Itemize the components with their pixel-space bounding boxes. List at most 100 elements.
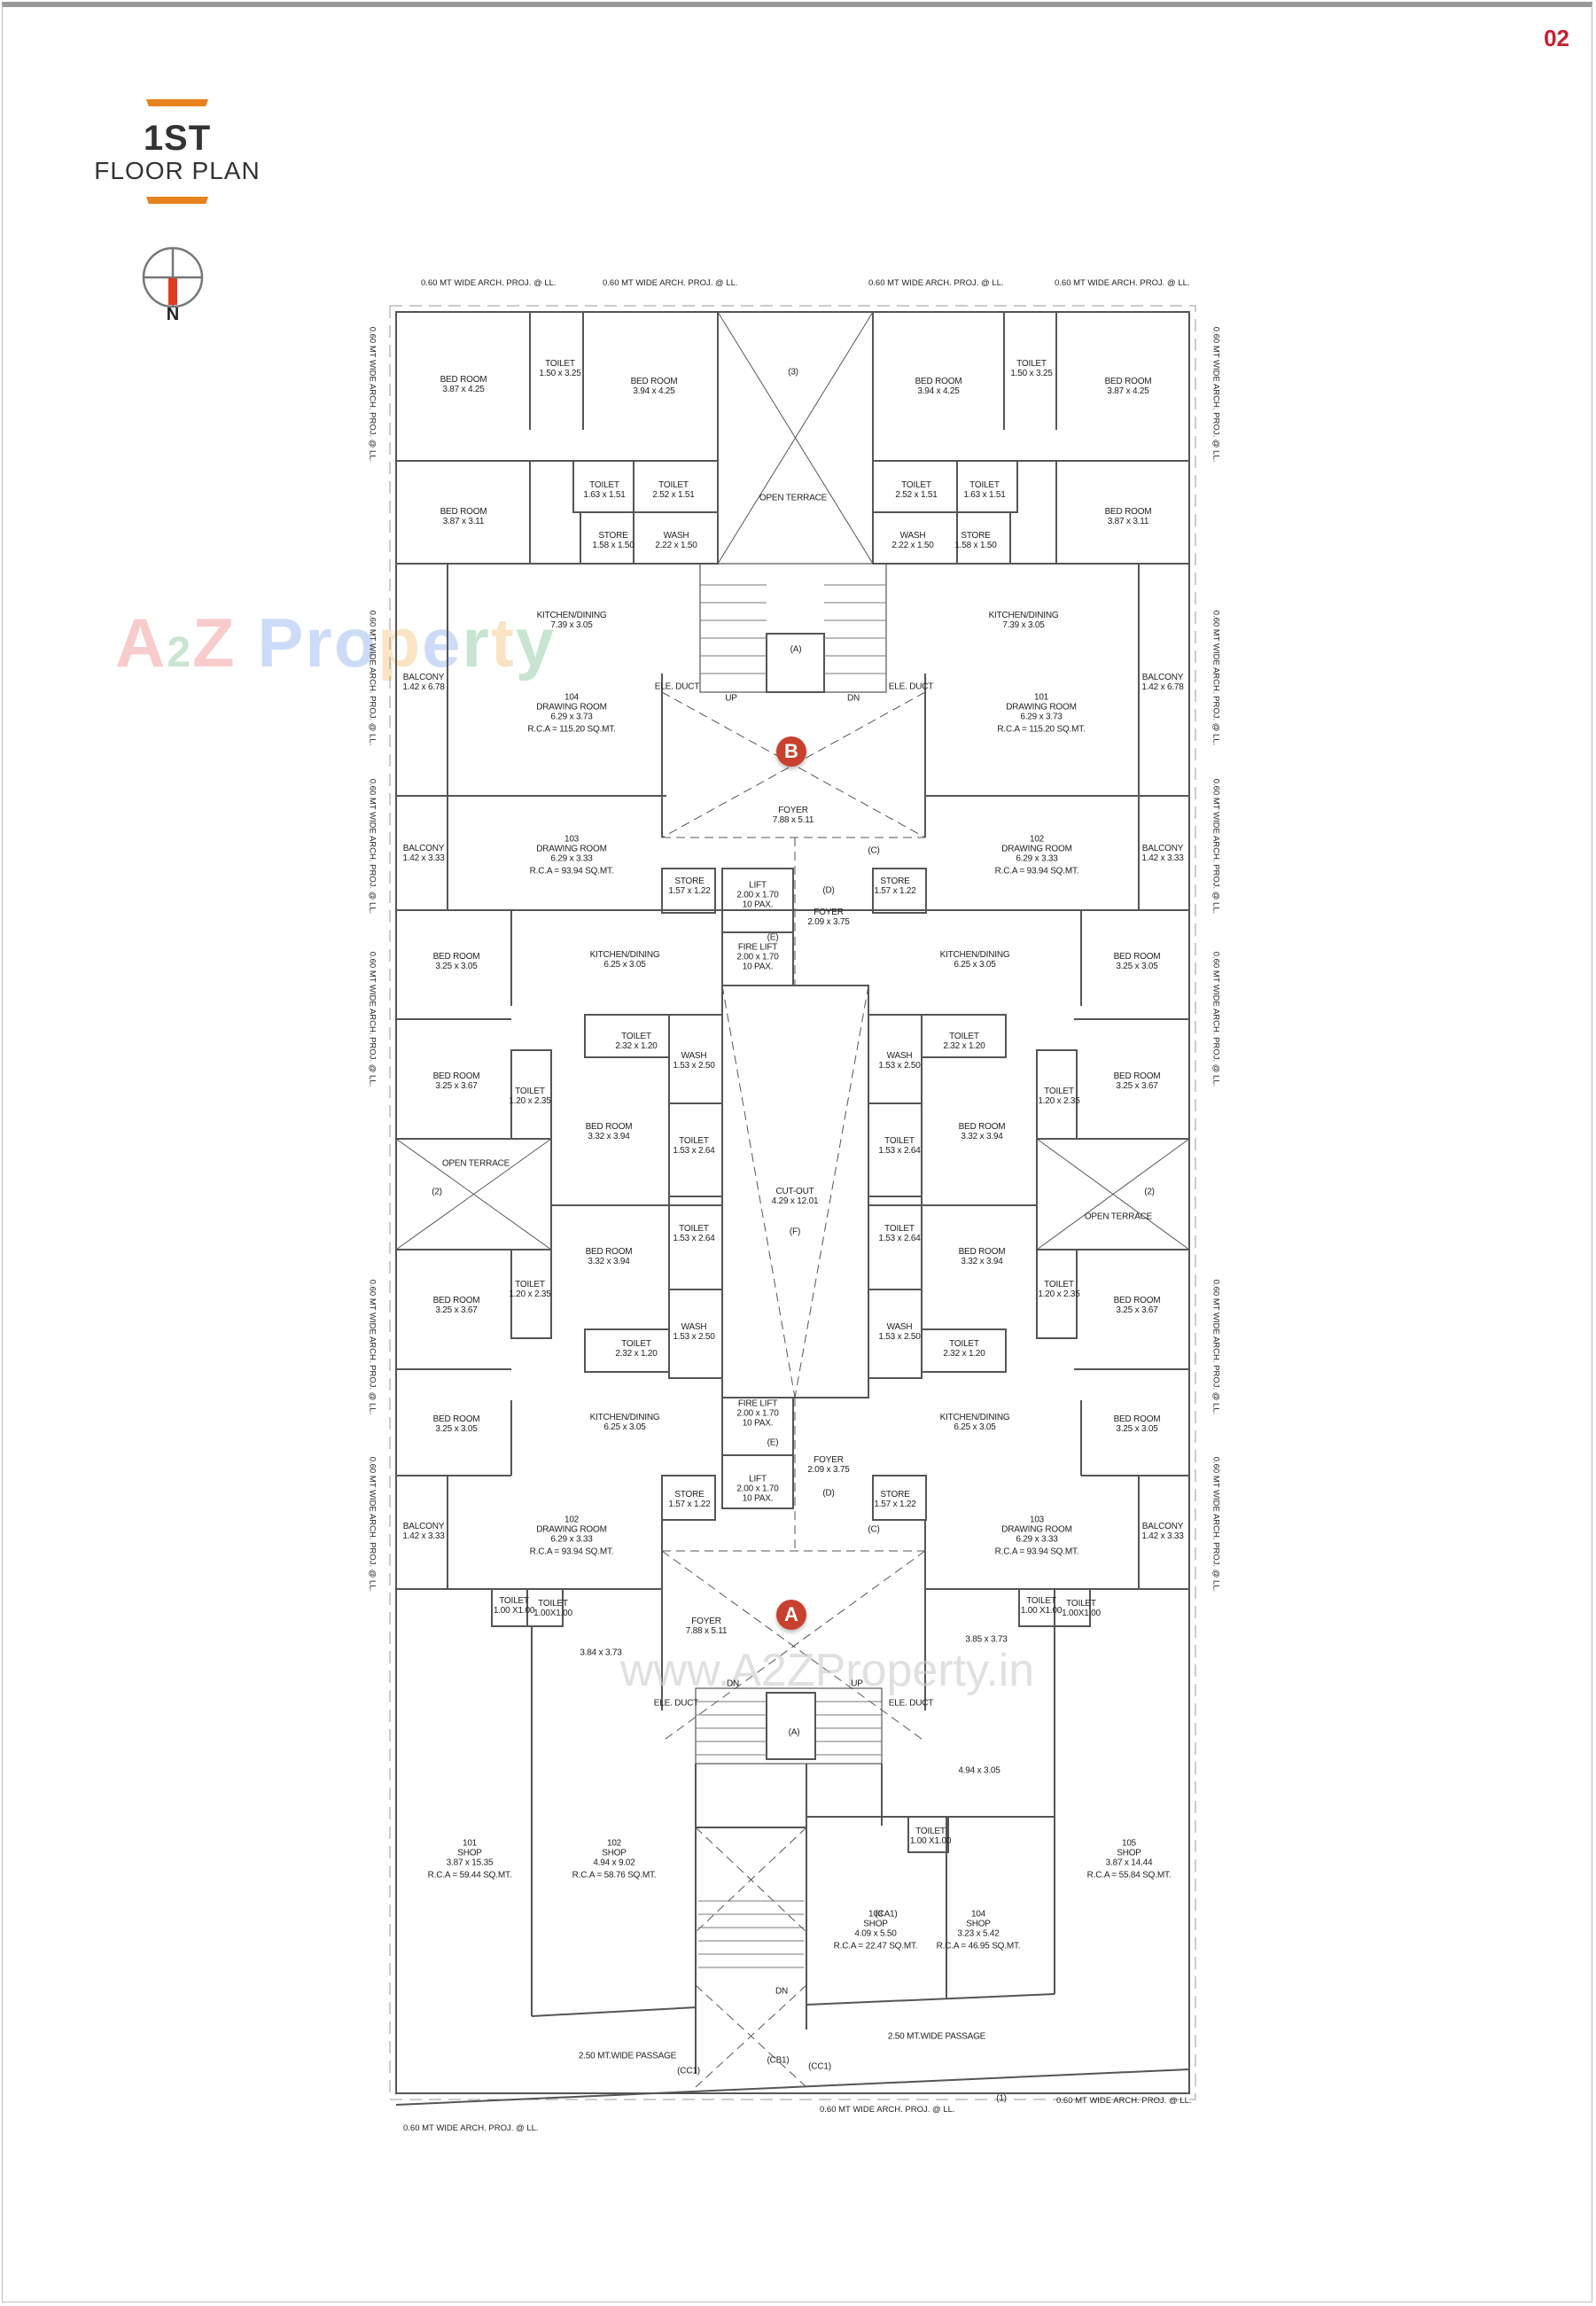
room-dimensions: 6.25 x 3.05 [954, 960, 996, 970]
room-name: DRAWING ROOM [1001, 1524, 1072, 1535]
room-dimensions: 7.88 x 5.11 [772, 815, 814, 825]
room-name: TOILET [1026, 1596, 1056, 1606]
room-dimensions: 1.53 x 2.64 [878, 1234, 921, 1243]
carpet-area: R.C.A = 59.44 SQ.MT. [427, 1870, 512, 1881]
room-name: (3) [788, 367, 798, 378]
room-name: DN [726, 1679, 740, 1689]
room-name: SHOP [457, 1848, 482, 1858]
room-name: TOILET [1044, 1087, 1074, 1096]
room-name: OPEN TERRACE [1084, 1211, 1153, 1222]
room-name: (E) [767, 1437, 779, 1448]
room-name: (A) [788, 1727, 800, 1738]
room-dimensions: 1.20 x 2.35 [509, 1289, 551, 1299]
room-name: 2.50 MT.WIDE PASSAGE [887, 2031, 986, 2042]
room-dimensions: 3.25 x 3.05 [1116, 962, 1158, 971]
room-name: DRAWING ROOM [1006, 702, 1077, 713]
projection-label: 0.60 MT WIDE ARCH. PROJ. @ LL. [868, 278, 1004, 288]
room-label-open-terrace: OPEN TERRACE [1084, 1211, 1153, 1222]
room-name: OPEN TERRACE [441, 1158, 510, 1169]
room-label-2-50-mt-wide-passage: 2.50 MT.WIDE PASSAGE [579, 2052, 676, 2061]
projection-label: 0.60 MT WIDE ARCH. PROJ. @ LL. [1211, 1456, 1221, 1593]
room-dimensions: 1.53 x 2.64 [673, 1234, 715, 1243]
north-arrow-icon: N [142, 246, 204, 326]
room-dimensions: 6.25 x 3.05 [603, 960, 646, 970]
room-dimensions: 6.29 x 3.33 [1016, 1534, 1058, 1545]
room-label-f: (F) [790, 1227, 800, 1237]
room-dimensions: 1.20 x 2.35 [1038, 1289, 1080, 1299]
unit-number: 101 [462, 1838, 478, 1849]
room-name: STORE [961, 531, 991, 541]
unit-number: 102 [564, 1515, 580, 1525]
room-name: 2.50 MT.WIDE PASSAGE [578, 2051, 677, 2061]
room-dimensions: 3.25 x 3.05 [435, 1424, 478, 1434]
projection-label: 0.60 MT WIDE ARCH. PROJ. @ LL. [1211, 1279, 1221, 1415]
room-dimensions: 3.87 x 4.25 [442, 385, 485, 394]
room-label-1: (1) [996, 2094, 1007, 2104]
room-name: TOILET [621, 1032, 651, 1041]
room-dimensions: 1.00X1.00 [533, 1609, 572, 1618]
projection-label: 0.60 MT WIDE ARCH. PROJ. @ LL. [1211, 610, 1221, 746]
room-dimensions: 1.00X1.00 [1062, 1609, 1101, 1618]
room-name: BED ROOM [585, 1122, 633, 1132]
room-name: STORE [880, 876, 910, 886]
room-name: BALCONY [1141, 673, 1184, 682]
room-name: BALCONY [402, 673, 445, 682]
room-label-dimension: 3.85 x 3.73 [965, 1635, 1007, 1645]
room-dimensions: 1.53 x 2.50 [673, 1061, 715, 1071]
projection-label: 0.60 MT WIDE ARCH. PROJ. @ LL. [1211, 326, 1221, 463]
room-dimensions: 3.84 x 3.73 [580, 1648, 622, 1658]
projection-label: 0.60 MT WIDE ARCH. PROJ. @ LL. [367, 610, 378, 746]
room-label-ele-duct: ELE. DUCT [889, 1699, 934, 1709]
room-dimensions: 7.39 x 3.05 [1002, 620, 1045, 630]
room-name: (E) [767, 932, 779, 943]
room-dimensions: 6.25 x 3.05 [603, 1422, 646, 1432]
room-name: UP [851, 1679, 863, 1689]
room-name: KITCHEN/DINING [589, 1413, 660, 1422]
room-name: TOILET [884, 1224, 915, 1234]
projection-label: 0.60 MT WIDE ARCH. PROJ. @ LL. [1055, 278, 1190, 288]
room-name: FIRE LIFT [737, 942, 778, 953]
projection-label: 0.60 MT WIDE ARCH. PROJ. @ LL. [421, 278, 557, 288]
title-accent-bar-bottom [146, 197, 208, 204]
room-name: TOILET [949, 1339, 979, 1349]
room-name: WASH [899, 531, 926, 541]
room-label-2: (2) [432, 1188, 442, 1197]
room-label-open-terrace: OPEN TERRACE [759, 494, 828, 503]
room-name: LIFT [749, 880, 767, 891]
room-label-e: (E) [767, 933, 779, 943]
projection-label: 0.60 MT WIDE ARCH. PROJ. @ LL. [403, 2123, 539, 2133]
room-label-d: (D) [822, 886, 835, 896]
room-dimensions: 6.29 x 3.33 [550, 853, 593, 864]
room-name: DN [846, 693, 860, 704]
room-dimensions: 3.85 x 3.73 [965, 1634, 1008, 1645]
room-name: BALCONY [1141, 1522, 1184, 1531]
room-dimensions: 3.87 x 15.35 [446, 1858, 494, 1868]
room-dimensions: 3.25 x 3.67 [1116, 1081, 1158, 1091]
room-dimensions: 2.32 x 1.20 [943, 1349, 985, 1359]
room-name: (2) [432, 1187, 442, 1197]
room-dimensions: 1.57 x 1.22 [668, 886, 711, 896]
room-dimensions: 2.00 x 1.70 [736, 1408, 779, 1419]
room-label-dn: DN [775, 1987, 788, 1997]
